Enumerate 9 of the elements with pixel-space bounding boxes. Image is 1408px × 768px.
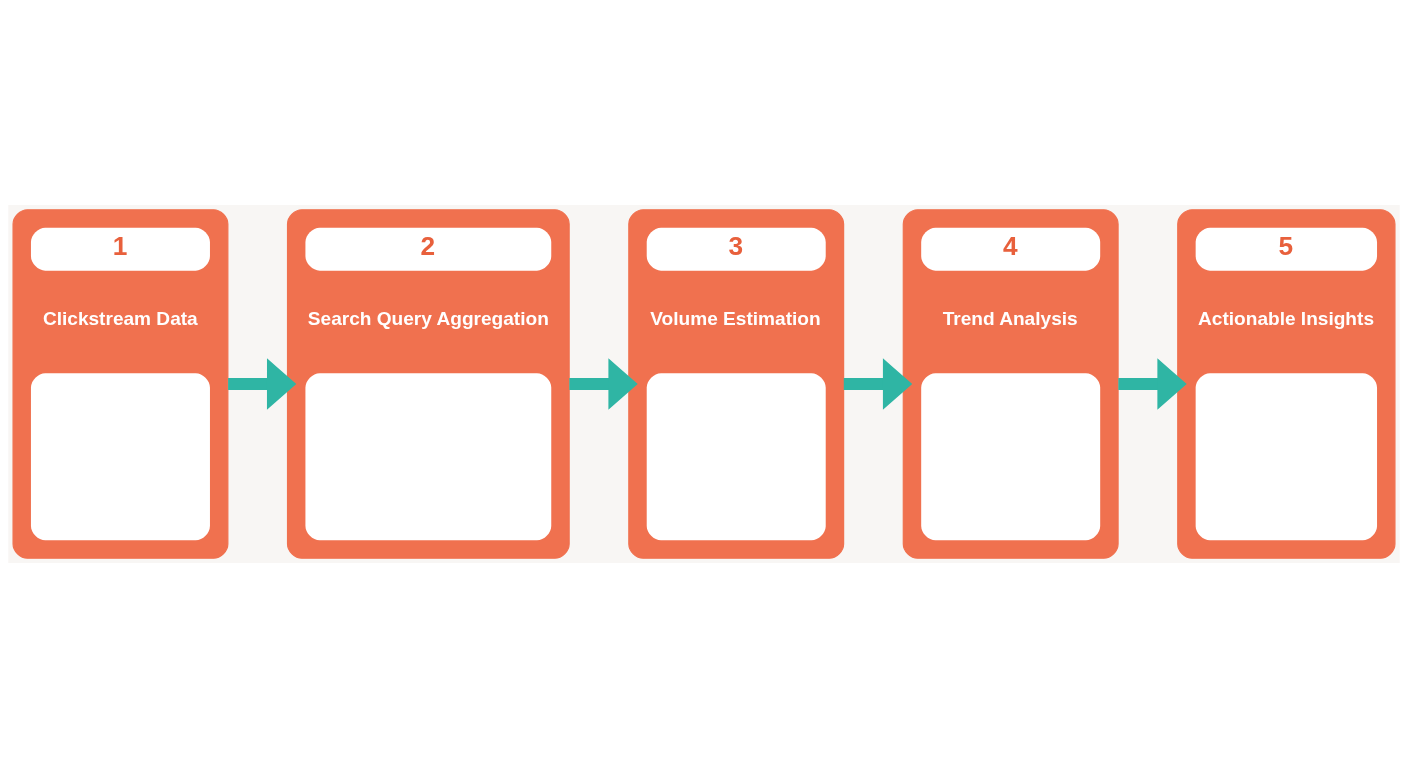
- node-box: 3 Volume Estimation: [628, 209, 845, 559]
- node-box: 1 Clickstream Data: [12, 209, 229, 559]
- arrow: [1118, 358, 1187, 410]
- arrow: [569, 358, 638, 410]
- arrow: [843, 358, 913, 410]
- node-box: 2 Search Query Aggregation: [286, 209, 570, 559]
- node-box: 5 Actionable Insights: [1177, 209, 1396, 559]
- node-box: 4 Trend Analysis: [902, 209, 1119, 559]
- arrow: [228, 358, 297, 410]
